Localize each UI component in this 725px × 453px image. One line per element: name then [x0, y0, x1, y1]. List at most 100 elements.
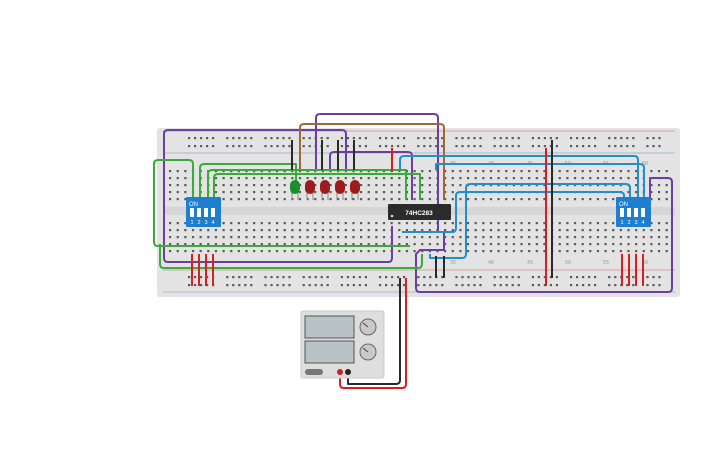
breadboard-hole[interactable] — [658, 145, 661, 148]
breadboard-hole[interactable] — [288, 284, 291, 287]
breadboard-hole[interactable] — [288, 145, 291, 148]
breadboard-hole[interactable] — [619, 177, 622, 180]
breadboard-hole[interactable] — [230, 184, 233, 187]
breadboard-hole[interactable] — [250, 276, 253, 279]
breadboard-hole[interactable] — [619, 184, 622, 187]
dip-switch-right[interactable]: ON 1 2 3 4 — [616, 197, 651, 227]
breadboard-hole[interactable] — [329, 222, 332, 225]
breadboard-hole[interactable] — [581, 198, 584, 201]
breadboard-hole[interactable] — [403, 137, 406, 140]
breadboard-hole[interactable] — [658, 284, 661, 287]
breadboard-hole[interactable] — [214, 229, 218, 232]
breadboard-hole[interactable] — [497, 184, 500, 187]
breadboard-hole[interactable] — [391, 137, 394, 140]
breadboard-hole[interactable] — [176, 170, 179, 173]
led-green[interactable] — [290, 180, 300, 200]
breadboard-hole[interactable] — [573, 198, 577, 201]
breadboard-hole[interactable] — [619, 229, 622, 232]
breadboard-hole[interactable] — [543, 284, 546, 287]
breadboard-hole[interactable] — [260, 170, 263, 173]
breadboard-hole[interactable] — [329, 177, 332, 180]
breadboard-hole[interactable] — [367, 191, 370, 194]
breadboard-hole[interactable] — [459, 184, 462, 187]
breadboard-hole[interactable] — [558, 250, 561, 253]
breadboard-hole[interactable] — [658, 276, 661, 279]
breadboard-hole[interactable] — [337, 236, 340, 239]
breadboard-hole[interactable] — [596, 236, 600, 239]
breadboard-hole[interactable] — [283, 184, 286, 187]
breadboard-hole[interactable] — [191, 250, 195, 253]
breadboard-hole[interactable] — [413, 170, 416, 173]
breadboard-hole[interactable] — [657, 229, 661, 232]
breadboard-hole[interactable] — [482, 184, 485, 187]
breadboard-hole[interactable] — [537, 284, 540, 287]
breadboard-hole[interactable] — [646, 137, 649, 140]
breadboard-hole[interactable] — [512, 184, 515, 187]
breadboard-hole[interactable] — [535, 177, 538, 180]
breadboard-hole[interactable] — [421, 198, 424, 201]
breadboard-hole[interactable] — [184, 250, 187, 253]
breadboard-hole[interactable] — [398, 243, 401, 246]
breadboard-hole[interactable] — [306, 177, 309, 180]
breadboard-hole[interactable] — [566, 170, 569, 173]
breadboard-hole[interactable] — [169, 177, 172, 180]
breadboard-hole[interactable] — [665, 222, 668, 225]
breadboard-hole[interactable] — [337, 177, 340, 180]
breadboard-hole[interactable] — [358, 145, 361, 148]
breadboard-hole[interactable] — [253, 236, 256, 239]
breadboard-hole[interactable] — [444, 229, 447, 232]
breadboard-hole[interactable] — [505, 276, 508, 279]
breadboard-hole[interactable] — [512, 250, 515, 253]
breadboard-hole[interactable] — [657, 184, 661, 187]
breadboard-hole[interactable] — [329, 243, 332, 246]
breadboard-hole[interactable] — [489, 236, 493, 239]
breadboard-hole[interactable] — [298, 170, 302, 173]
breadboard-hole[interactable] — [499, 137, 502, 140]
breadboard-hole[interactable] — [604, 236, 607, 239]
breadboard-hole[interactable] — [344, 177, 347, 180]
breadboard-hole[interactable] — [467, 276, 470, 279]
breadboard-hole[interactable] — [612, 198, 615, 201]
breadboard-hole[interactable] — [650, 229, 653, 232]
breadboard-hole[interactable] — [344, 236, 347, 239]
breadboard-hole[interactable] — [253, 250, 256, 253]
breadboard-hole[interactable] — [212, 137, 215, 140]
breadboard-hole[interactable] — [489, 170, 493, 173]
breadboard-hole[interactable] — [382, 177, 386, 180]
breadboard-hole[interactable] — [344, 250, 347, 253]
breadboard-hole[interactable] — [570, 145, 573, 148]
breadboard-hole[interactable] — [321, 236, 324, 239]
breadboard-hole[interactable] — [275, 250, 279, 253]
breadboard-hole[interactable] — [250, 137, 253, 140]
breadboard-hole[interactable] — [264, 276, 267, 279]
breadboard-hole[interactable] — [329, 170, 332, 173]
breadboard-hole[interactable] — [642, 229, 645, 232]
breadboard-hole[interactable] — [200, 284, 203, 287]
breadboard-hole[interactable] — [264, 284, 267, 287]
breadboard-hole[interactable] — [429, 276, 432, 279]
breadboard-hole[interactable] — [582, 276, 585, 279]
breadboard-hole[interactable] — [512, 229, 515, 232]
breadboard-hole[interactable] — [441, 137, 444, 140]
breadboard-hole[interactable] — [596, 222, 600, 225]
breadboard-hole[interactable] — [275, 198, 279, 201]
breadboard-hole[interactable] — [604, 243, 607, 246]
breadboard-hole[interactable] — [497, 236, 500, 239]
breadboard-hole[interactable] — [428, 184, 431, 187]
breadboard-hole[interactable] — [199, 250, 202, 253]
breadboard-hole[interactable] — [520, 250, 523, 253]
breadboard-hole[interactable] — [581, 229, 584, 232]
breadboard-hole[interactable] — [429, 137, 432, 140]
breadboard-hole[interactable] — [558, 229, 561, 232]
breadboard-hole[interactable] — [367, 198, 370, 201]
breadboard-hole[interactable] — [276, 137, 279, 140]
breadboard-hole[interactable] — [314, 184, 317, 187]
breadboard-hole[interactable] — [222, 177, 225, 180]
wire-black[interactable] — [347, 278, 401, 385]
breadboard-hole[interactable] — [367, 243, 370, 246]
breadboard-hole[interactable] — [314, 191, 317, 194]
breadboard-hole[interactable] — [528, 198, 531, 201]
breadboard-hole[interactable] — [665, 191, 668, 194]
breadboard-hole[interactable] — [230, 236, 233, 239]
breadboard-hole[interactable] — [222, 243, 225, 246]
